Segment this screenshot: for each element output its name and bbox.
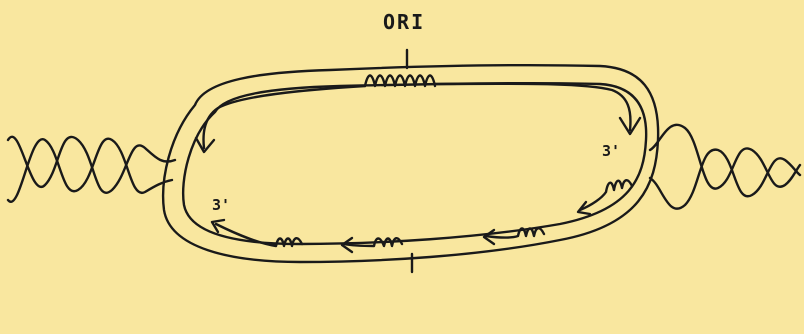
left-helix-strand-b: [6, 137, 174, 203]
left-helix-strand-a: [6, 135, 177, 194]
okazaki-fragment-4: [214, 222, 304, 248]
bubble-inner-loop: [182, 81, 648, 246]
three-prime-label-right: 3': [602, 142, 621, 160]
leading-strand-left: [202, 84, 367, 150]
right-helix-strand-a: [648, 123, 802, 190]
okazaki-fragment-3: [342, 237, 404, 248]
okazaki-fragment-1: [578, 179, 634, 212]
three-prime-label-left: 3': [212, 196, 231, 214]
right-helix-strand-b: [648, 148, 802, 210]
okazaki-fragment-3-arrowhead: [340, 236, 354, 254]
okazaki-fragment-2-arrowhead: [482, 228, 496, 246]
okazaki-fragment-1-arrowhead: [576, 200, 592, 216]
ori-label: ORI: [383, 10, 426, 34]
okazaki-fragment-4-arrowhead: [210, 218, 226, 234]
leading-strand-left-arrowhead: [194, 136, 216, 154]
leading-strand-right-arrowhead: [618, 116, 642, 136]
bubble-outer-loop: [162, 64, 660, 264]
leading-strand-right: [433, 82, 632, 132]
ori-primer-squiggle: [363, 74, 437, 88]
okazaki-fragment-2: [484, 227, 546, 239]
